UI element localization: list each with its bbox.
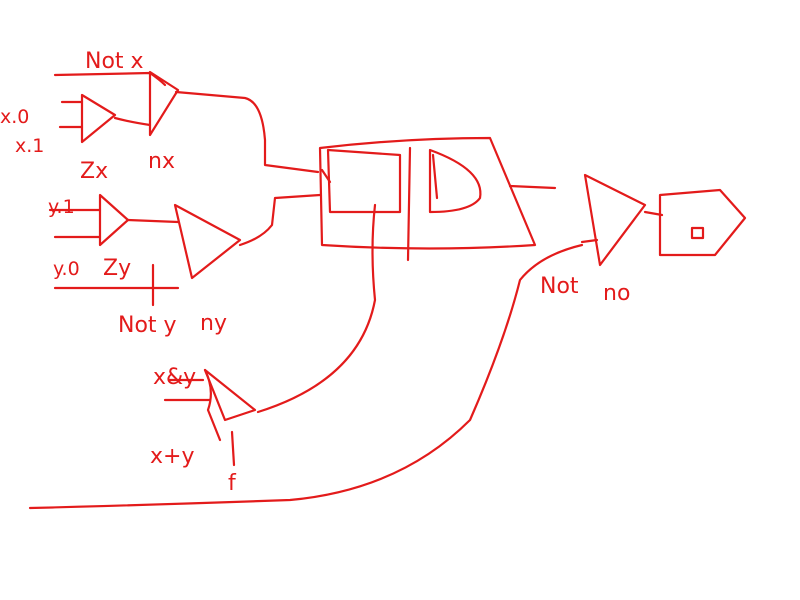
f-mux xyxy=(203,368,257,422)
label-zx: Zx xyxy=(80,159,108,184)
label-f: f xyxy=(228,471,237,496)
adder-gate xyxy=(428,148,482,214)
function-block-box xyxy=(318,136,537,250)
label-x-plus-y: x+y xyxy=(150,444,194,469)
sketch-strokes xyxy=(28,70,747,510)
and-gate xyxy=(326,148,402,214)
f-select-wire xyxy=(256,203,377,414)
block-divider xyxy=(406,146,412,262)
label-x-and-y: x&y xyxy=(153,365,196,390)
adder-center-line xyxy=(431,153,439,200)
f-label-wire xyxy=(230,430,236,467)
output-connector xyxy=(658,188,747,257)
label-not-y: Not y xyxy=(118,313,177,338)
zy-output-wire xyxy=(126,218,180,224)
label-y-0: y.0 xyxy=(53,258,80,280)
zx-output-wire xyxy=(113,116,152,127)
label-not-output: Not xyxy=(540,274,579,299)
output-connector-mark xyxy=(690,226,705,240)
feedback-wire xyxy=(28,243,584,510)
nx-output-wire xyxy=(174,90,320,174)
label-zy: Zy xyxy=(103,256,131,281)
ny-output-wire xyxy=(238,193,322,247)
label-x-0: x.0 xyxy=(0,106,29,128)
label-ny: ny xyxy=(200,311,227,336)
ny-mux xyxy=(173,203,242,280)
not-x-wire xyxy=(53,71,167,87)
nx-mux xyxy=(148,70,180,137)
handwritten-labels: Not x x.0 x.1 Zx nx y.1 y.0 Zy Not y ny … xyxy=(0,49,630,496)
no-mux xyxy=(583,173,647,267)
f-mux-front xyxy=(203,368,222,442)
block-output-wire xyxy=(508,184,557,190)
zx-mux xyxy=(80,93,117,144)
label-not-x: Not x xyxy=(85,49,144,74)
not-output-wire xyxy=(580,238,599,244)
label-no: no xyxy=(603,281,630,306)
zy-mux xyxy=(98,193,130,247)
block-left-tick xyxy=(320,168,332,184)
label-y-1: y.1 xyxy=(48,196,75,218)
label-x-1: x.1 xyxy=(15,135,44,157)
label-nx: nx xyxy=(148,149,175,174)
